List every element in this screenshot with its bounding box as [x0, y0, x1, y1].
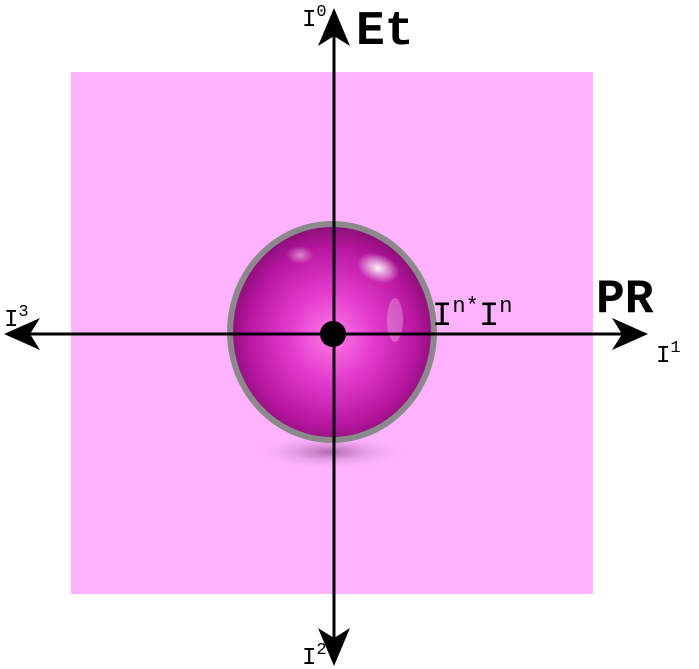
arrowhead-top-icon [318, 8, 350, 46]
arrowhead-left-icon [4, 318, 40, 350]
right-end-label: I1 [656, 339, 681, 370]
sphere-shadow [250, 434, 410, 470]
left-end-label: I3 [4, 303, 29, 334]
vertical-axis-label: Et [356, 5, 414, 59]
bottom-end-label: I2 [302, 641, 327, 669]
origin-dot-icon [320, 321, 346, 347]
top-end-label: I0 [302, 3, 327, 34]
horizontal-axis-label: PR [596, 273, 654, 327]
arrowhead-right-icon [612, 318, 648, 350]
sphere-product-label: In*In [432, 294, 512, 336]
arrowhead-bottom-icon [318, 628, 350, 666]
